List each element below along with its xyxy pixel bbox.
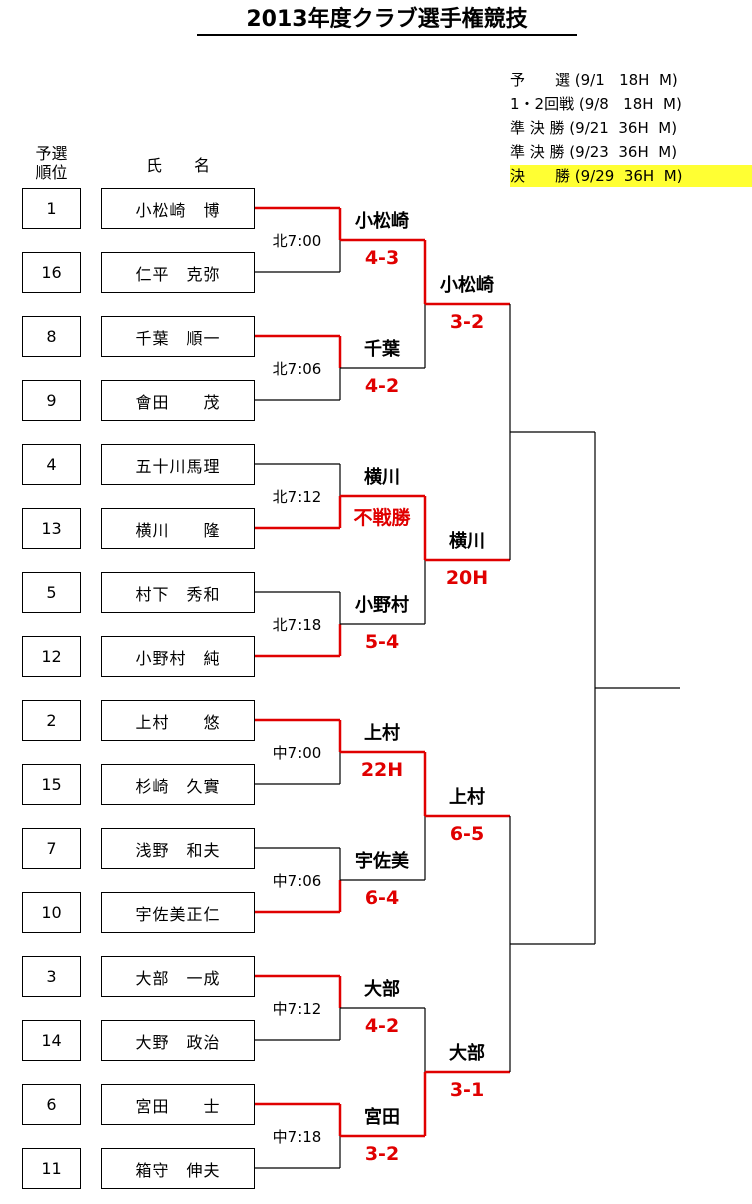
page-title: 2013年度クラブ選手権競技 [197, 6, 577, 36]
seed-box: 11 [22, 1148, 81, 1189]
round2-winner: 大部 [449, 1043, 485, 1064]
player-name-box: 宮田 士 [101, 1084, 255, 1125]
round2-score: 6-5 [449, 823, 485, 845]
round1-winner: 宮田 [364, 1107, 400, 1128]
match-time: 北7:06 [272, 360, 322, 378]
player-name-box: 五十川馬理 [101, 444, 255, 485]
schedule-item: 決 勝 (9/29 36H M) [510, 165, 752, 187]
player-name-box: 大部 一成 [101, 956, 255, 997]
match-time: 北7:00 [272, 232, 322, 250]
player-name-box: 會田 茂 [101, 380, 255, 421]
round1-winner: 宇佐美 [355, 851, 409, 872]
player-name-box: 小松崎 博 [101, 188, 255, 229]
seed-box: 7 [22, 828, 81, 869]
seed-box: 9 [22, 380, 81, 421]
round2-score: 3-1 [449, 1079, 485, 1101]
seed-box: 15 [22, 764, 81, 805]
round1-score: 不戦勝 [353, 507, 411, 529]
round2-score: 20H [445, 567, 489, 589]
seed-box: 14 [22, 1020, 81, 1061]
seed-box: 13 [22, 508, 81, 549]
player-name-box: 宇佐美正仁 [101, 892, 255, 933]
seed-box: 8 [22, 316, 81, 357]
round1-winner: 小松崎 [355, 211, 409, 232]
player-name-box: 杉崎 久實 [101, 764, 255, 805]
player-name-box: 上村 悠 [101, 700, 255, 741]
seed-box: 6 [22, 1084, 81, 1125]
seed-box: 5 [22, 572, 81, 613]
round2-score: 3-2 [449, 311, 485, 333]
round1-winner: 小野村 [355, 595, 409, 616]
match-time: 北7:18 [272, 616, 322, 634]
round1-score: 22H [360, 759, 404, 781]
seed-box: 16 [22, 252, 81, 293]
match-time: 中7:12 [272, 1000, 322, 1018]
round1-score: 6-4 [364, 887, 400, 909]
round1-score: 5-4 [364, 631, 400, 653]
match-time: 中7:00 [272, 744, 322, 762]
match-time: 中7:06 [272, 872, 322, 890]
player-name-box: 浅野 和夫 [101, 828, 255, 869]
schedule-item: 1・2回戦 (9/8 18H M) [510, 95, 682, 113]
match-time: 中7:18 [272, 1128, 322, 1146]
round1-winner: 千葉 [364, 339, 400, 360]
seed-box: 4 [22, 444, 81, 485]
player-name-box: 大野 政治 [101, 1020, 255, 1061]
player-name-box: 横川 隆 [101, 508, 255, 549]
seed-box: 2 [22, 700, 81, 741]
round2-winner: 横川 [449, 531, 485, 552]
seed-box: 1 [22, 188, 81, 229]
match-time: 北7:12 [272, 488, 322, 506]
seed-box: 3 [22, 956, 81, 997]
round1-score: 3-2 [364, 1143, 400, 1165]
seed-column-header: 予選 順位 [22, 144, 81, 182]
seed-header-text: 予選 順位 [35, 144, 68, 182]
seed-box: 10 [22, 892, 81, 933]
schedule-item: 予 選 (9/1 18H M) [510, 71, 678, 89]
name-column-header: 氏 名 [101, 156, 255, 175]
round1-winner: 上村 [364, 723, 400, 744]
player-name-box: 箱守 伸夫 [101, 1148, 255, 1189]
round2-winner: 小松崎 [440, 275, 494, 296]
player-name-box: 千葉 順一 [101, 316, 255, 357]
round1-score: 4-2 [364, 1015, 400, 1037]
player-name-box: 仁平 克弥 [101, 252, 255, 293]
schedule-item: 準 決 勝 (9/23 36H M) [510, 143, 678, 161]
name-header-text: 氏 名 [145, 156, 210, 175]
schedule-item: 準 決 勝 (9/21 36H M) [510, 119, 678, 137]
round1-winner: 横川 [364, 467, 400, 488]
round2-winner: 上村 [449, 787, 485, 808]
player-name-box: 小野村 純 [101, 636, 255, 677]
player-name-box: 村下 秀和 [101, 572, 255, 613]
round1-score: 4-3 [364, 247, 400, 269]
round1-score: 4-2 [364, 375, 400, 397]
seed-box: 12 [22, 636, 81, 677]
round1-winner: 大部 [364, 979, 400, 1000]
